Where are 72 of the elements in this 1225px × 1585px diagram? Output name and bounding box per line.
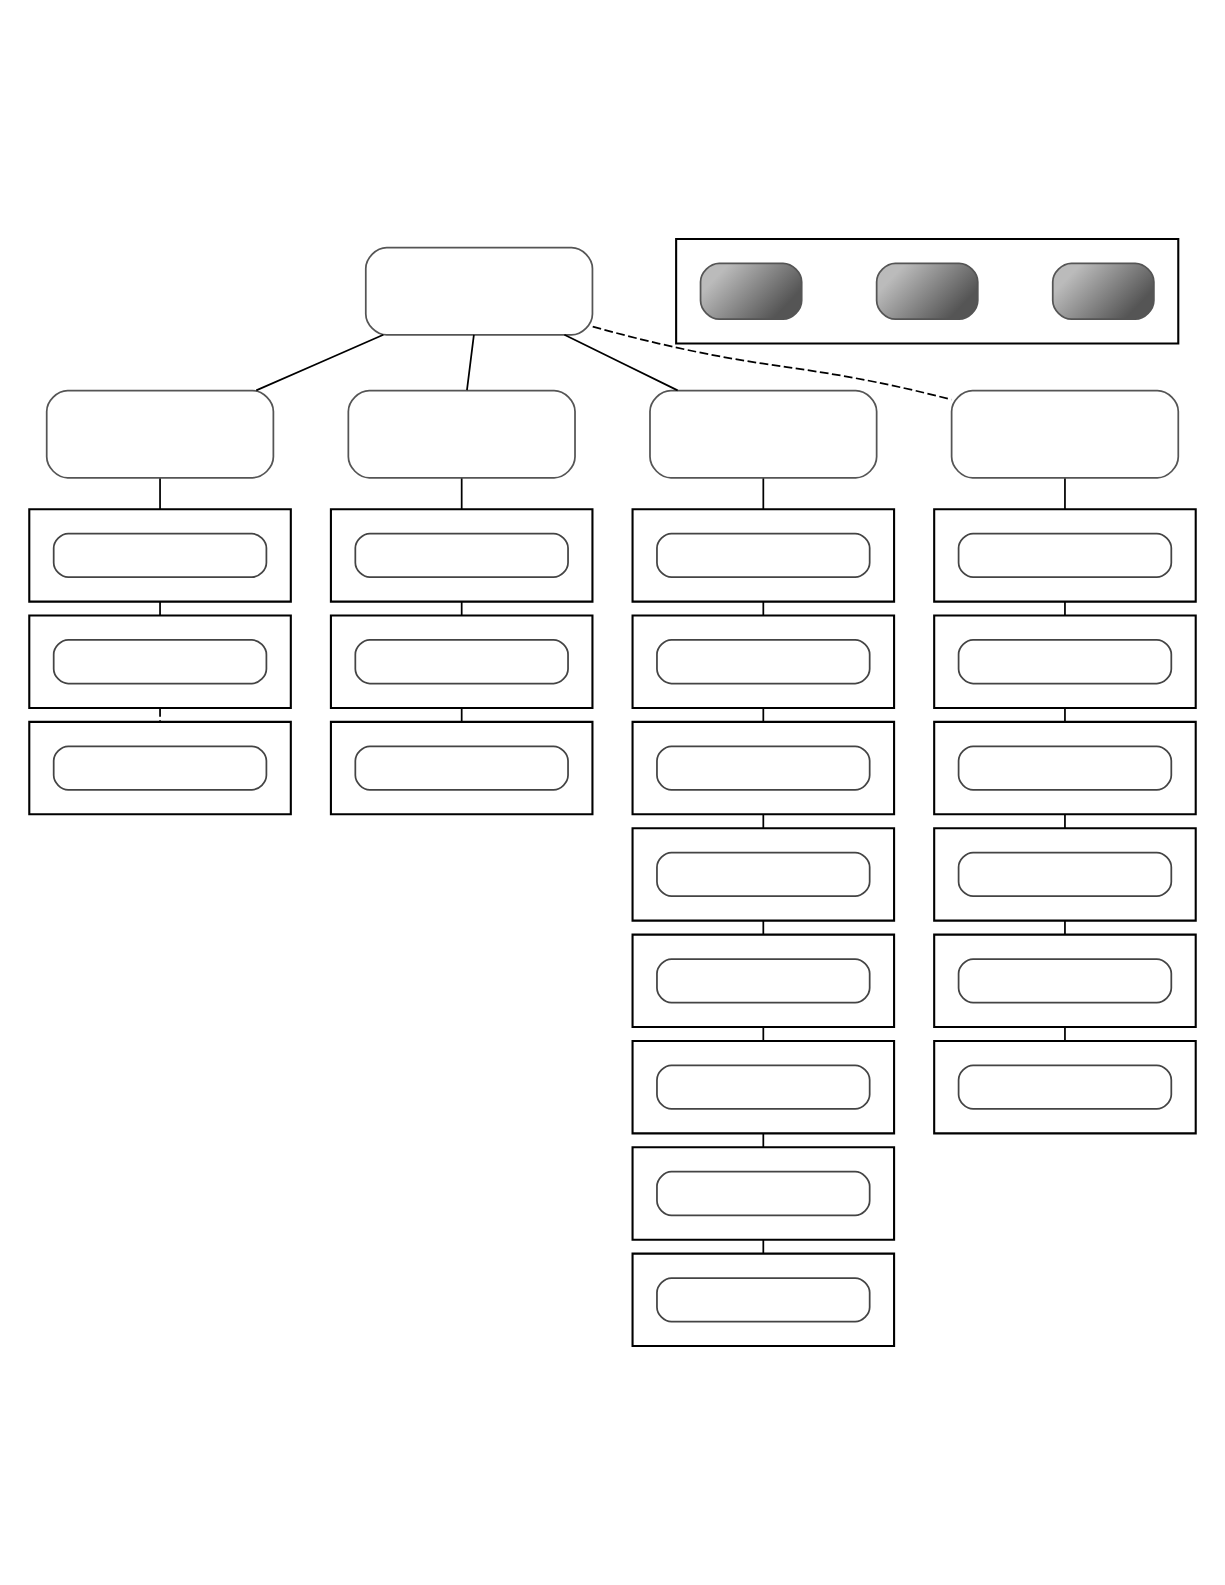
node-box xyxy=(957,745,1173,791)
node-box xyxy=(52,639,268,685)
connector xyxy=(1064,919,1066,936)
connector xyxy=(1064,813,1066,830)
node-oval xyxy=(649,389,878,479)
node-box xyxy=(656,1170,871,1217)
connector xyxy=(460,600,463,617)
node-box xyxy=(656,1277,871,1323)
node-oval xyxy=(1051,262,1155,320)
connector xyxy=(762,1238,765,1255)
cluster xyxy=(631,1252,896,1348)
node-box xyxy=(957,639,1173,685)
connector xyxy=(762,1026,765,1042)
connector xyxy=(460,477,463,511)
node-oval xyxy=(699,262,803,320)
connector xyxy=(159,477,161,511)
node-box xyxy=(656,745,871,791)
cluster xyxy=(631,720,896,816)
connector xyxy=(1064,600,1066,617)
connector xyxy=(762,813,765,830)
connector xyxy=(762,707,765,723)
node-oval xyxy=(364,246,594,336)
cluster xyxy=(28,508,292,603)
node-box xyxy=(354,532,569,579)
cluster xyxy=(28,720,292,816)
node-box xyxy=(957,958,1173,1004)
cluster xyxy=(631,1039,896,1135)
cluster xyxy=(329,614,594,709)
node-oval xyxy=(347,389,576,479)
node-box xyxy=(354,639,569,685)
connector xyxy=(762,919,765,936)
node-box xyxy=(957,851,1173,898)
cluster xyxy=(631,827,896,922)
node-box xyxy=(354,745,569,791)
node-box xyxy=(656,639,871,685)
connector xyxy=(159,600,161,617)
node-box xyxy=(52,532,268,579)
connector xyxy=(563,333,679,392)
connector xyxy=(762,477,765,511)
cluster xyxy=(675,237,1180,345)
node-oval xyxy=(950,389,1180,479)
cluster xyxy=(329,720,594,816)
connector xyxy=(1064,1026,1066,1042)
cluster xyxy=(933,933,1197,1029)
cluster xyxy=(631,933,896,1029)
cluster xyxy=(933,1039,1197,1135)
cluster xyxy=(933,614,1197,709)
connector xyxy=(1064,707,1066,723)
node-oval xyxy=(45,389,275,479)
node-box xyxy=(656,851,871,898)
connector xyxy=(762,1132,765,1149)
connector xyxy=(159,707,161,723)
cluster xyxy=(933,827,1197,922)
node-box xyxy=(656,958,871,1004)
node-box xyxy=(52,745,268,791)
connector xyxy=(255,333,385,392)
node-box xyxy=(656,1064,871,1110)
cluster xyxy=(933,508,1197,603)
cluster xyxy=(329,508,594,603)
cluster xyxy=(631,1146,896,1241)
connector xyxy=(460,707,463,723)
connector xyxy=(762,600,765,617)
cluster xyxy=(631,614,896,709)
node-oval xyxy=(875,262,979,320)
cluster xyxy=(28,614,292,709)
connector xyxy=(1064,477,1066,511)
node-box xyxy=(957,1064,1173,1110)
node-box xyxy=(656,532,871,579)
cluster xyxy=(631,508,896,603)
cluster xyxy=(933,720,1197,816)
connector xyxy=(466,333,475,392)
node-box xyxy=(957,532,1173,579)
